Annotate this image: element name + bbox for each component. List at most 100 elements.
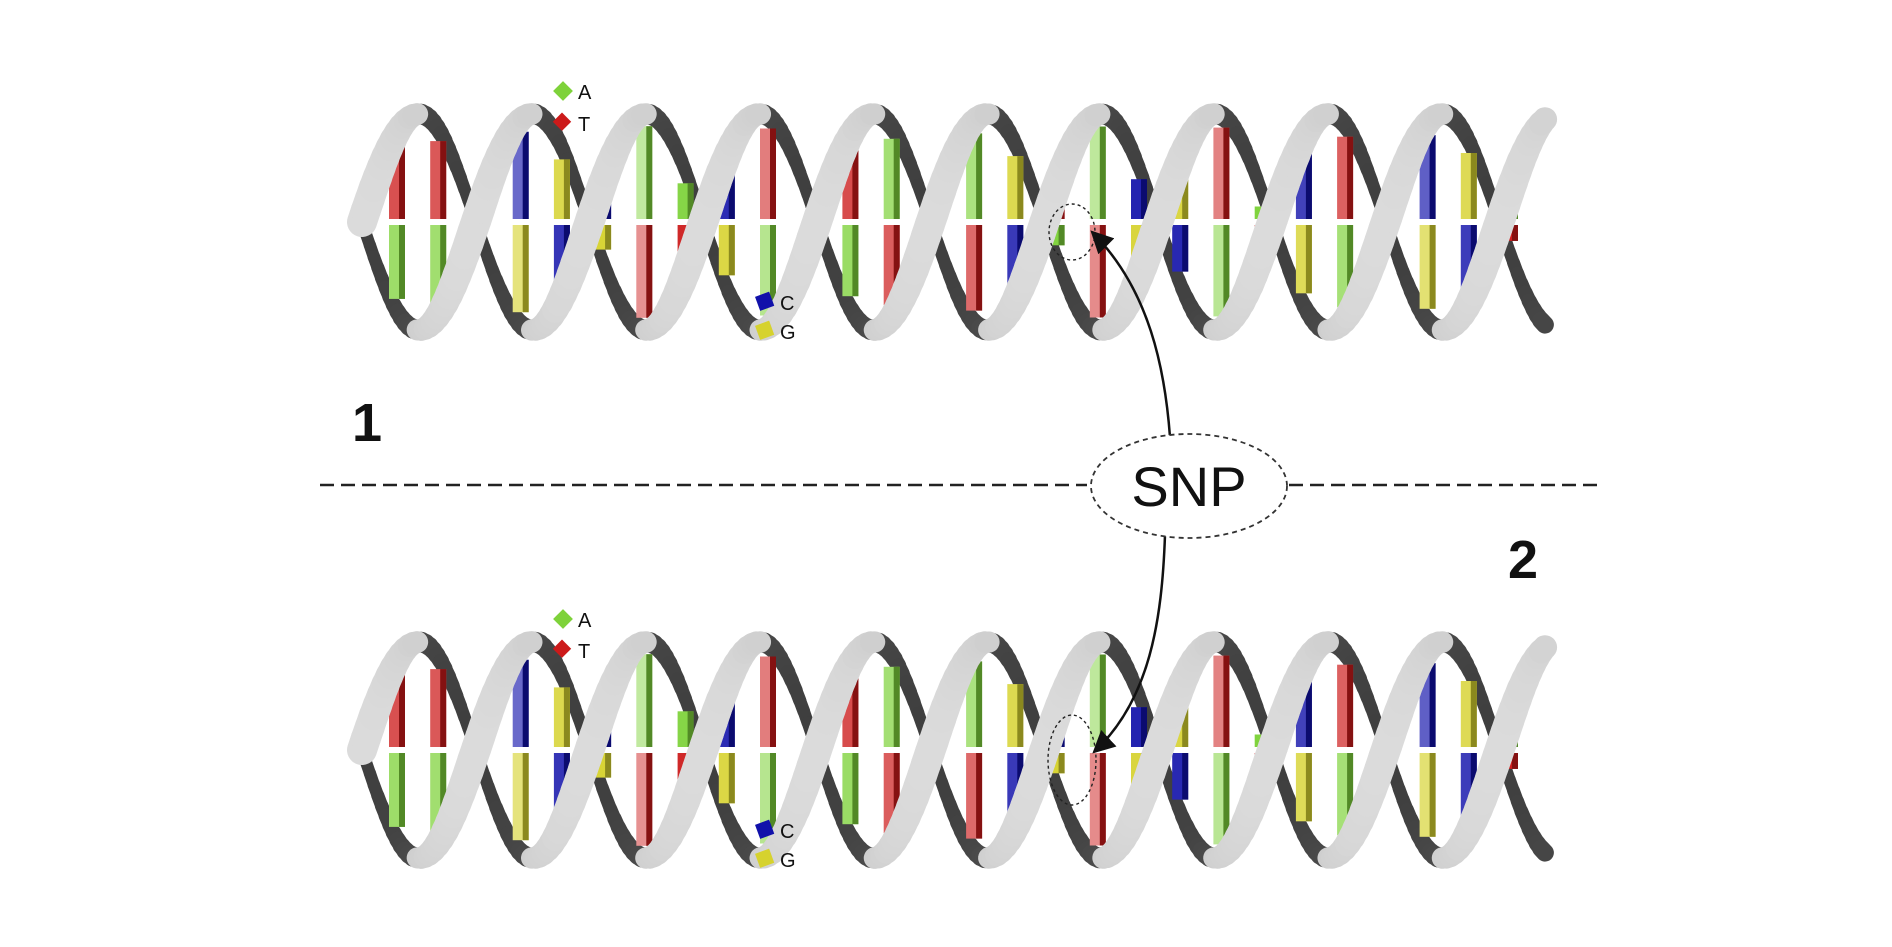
base-G-shade <box>1305 225 1312 294</box>
base-G-shade <box>1058 753 1065 774</box>
base-A-shade <box>770 753 776 844</box>
base-T-shade <box>976 753 983 839</box>
legend-label-c: C <box>780 821 794 843</box>
legend-bottom-at: A T <box>552 609 592 663</box>
base-G-shade <box>522 753 529 841</box>
base-A-shade <box>1223 225 1230 317</box>
base-G-shade <box>605 225 612 250</box>
legend-swatch-c <box>755 291 775 311</box>
base-T-shade <box>646 753 653 846</box>
base-G-shade <box>728 225 735 276</box>
base-C-shade <box>522 131 529 219</box>
base-G-shade <box>605 753 612 778</box>
base-T-shade <box>646 225 653 318</box>
base-T-shade <box>1099 225 1106 318</box>
legend-label-a: A <box>578 610 592 632</box>
base-A-shade <box>1347 225 1354 308</box>
legend-swatch-g <box>755 320 775 340</box>
base-A-shade <box>687 183 694 219</box>
base-A-shade <box>440 753 447 831</box>
base-A-shade <box>399 225 405 299</box>
base-G-shade <box>1182 172 1189 219</box>
snp-arrow-bottom <box>1092 534 1167 754</box>
helix-1-front-strand <box>347 103 1558 341</box>
base-T-shade <box>440 669 447 747</box>
dna-helix-2 <box>347 631 1558 869</box>
backbone-segment-strand-2 <box>516 103 543 126</box>
base-C-shade <box>1141 707 1147 747</box>
legend-label-t: T <box>578 114 590 136</box>
legend-label-g: G <box>780 850 796 872</box>
base-C-shade <box>1182 753 1189 800</box>
helix-2-front-strand <box>347 631 1558 869</box>
legend-swatch-a <box>553 81 573 101</box>
legend-label-g: G <box>780 322 796 344</box>
base-A-shade <box>687 711 694 747</box>
base-A-shade <box>893 666 900 747</box>
base-G-shade <box>522 225 529 313</box>
base-A-shade <box>1099 126 1106 219</box>
base-A-shade <box>1099 654 1106 747</box>
base-C-shade <box>1305 678 1312 747</box>
base-C-shade <box>1305 150 1312 219</box>
snp-highlight-bottom <box>1047 714 1097 806</box>
helix-1-back-strand <box>356 103 1554 341</box>
backbone-segment-strand-2 <box>1427 103 1454 126</box>
base-A-shade <box>1347 753 1354 836</box>
base-T-shade <box>440 141 447 219</box>
legend-top-cg: C G <box>755 291 796 344</box>
base-C-shade <box>1429 663 1436 747</box>
backbone-segment-strand-1 <box>402 631 429 655</box>
backbone-segment-strand-2 <box>745 631 772 654</box>
backbone-segment-strand-2 <box>745 103 772 126</box>
base-G-shade <box>1470 153 1477 219</box>
base-T-shade <box>770 128 776 219</box>
legend-swatch-a <box>553 609 573 629</box>
base-A-shade <box>976 661 983 747</box>
backbone-segment-strand-2 <box>1532 311 1554 334</box>
base-T-shade <box>1223 655 1230 747</box>
base-G-shade <box>1017 684 1024 747</box>
base-C-shade <box>1429 135 1436 219</box>
panel-1-label: 1 <box>352 393 382 453</box>
base-C-shade <box>522 659 529 747</box>
snp-label: SNP <box>1131 455 1246 518</box>
backbone-segment-strand-1 <box>1529 635 1558 664</box>
dna-helix-1 <box>347 103 1558 341</box>
base-C-shade <box>1141 179 1147 219</box>
base-G-shade <box>1017 156 1024 219</box>
base-A-shade <box>1058 225 1065 246</box>
base-T-shade <box>1223 127 1230 219</box>
base-A-shade <box>1223 753 1230 845</box>
backbone-segment-strand-1 <box>631 103 657 126</box>
snp-arrow-top <box>1090 230 1172 438</box>
snp-bubble <box>1090 433 1288 539</box>
backbone-segment-strand-2 <box>1532 839 1554 862</box>
backbone-segment-strand-1 <box>1529 107 1558 136</box>
base-A-shade <box>399 753 405 827</box>
backbone-segment-strand-2 <box>1198 631 1225 655</box>
base-T-shade <box>1512 753 1518 769</box>
base-A-shade <box>852 225 859 297</box>
backbone-segment-strand-2 <box>1427 631 1454 654</box>
base-T-shade <box>770 656 776 747</box>
backbone-segment-strand-1 <box>402 103 429 127</box>
base-T-shade <box>1512 225 1518 241</box>
base-A-shade <box>852 753 859 825</box>
base-G-shade <box>1470 681 1477 747</box>
base-G-shade <box>563 159 570 219</box>
base-G-shade <box>1182 700 1189 747</box>
base-T-shade <box>1347 664 1354 747</box>
backbone-segment-strand-2 <box>1198 103 1225 127</box>
base-A-shade <box>646 126 653 219</box>
base-A-shade <box>646 654 653 747</box>
base-C-shade <box>1182 225 1189 272</box>
base-G-shade <box>1429 753 1436 837</box>
base-T-shade <box>1099 753 1106 846</box>
backbone-segment-strand-1 <box>1084 103 1111 127</box>
base-C-shade <box>728 696 735 747</box>
base-G-shade <box>563 687 570 747</box>
legend-swatch-t <box>552 112 572 131</box>
backbone-segment-strand-1 <box>1313 103 1339 126</box>
